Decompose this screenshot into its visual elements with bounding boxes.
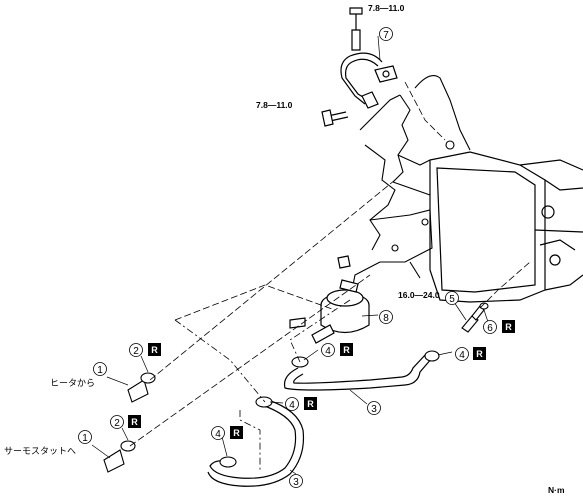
svg-text:4: 4: [325, 346, 331, 357]
callout-1-b: 1: [78, 430, 92, 444]
callout-4-d: 4: [455, 347, 469, 361]
assembly-leader-lines: [129, 81, 531, 470]
upper-pipe-assembly: [321, 7, 398, 127]
union-bolt-and-washer: [461, 302, 489, 333]
svg-text:7: 7: [383, 30, 389, 41]
torque-label-right: 16.0—24.0: [398, 290, 440, 300]
svg-text:4: 4: [459, 350, 465, 361]
transmission-housing: [429, 151, 583, 303]
coolant-hoses: [207, 353, 433, 487]
replace-part-badge-icon: R: [148, 343, 161, 356]
svg-text:R: R: [476, 349, 483, 359]
replace-part-badge-icon: R: [473, 347, 486, 360]
callout-7: 7: [379, 27, 393, 41]
svg-text:R: R: [307, 399, 314, 409]
svg-text:1: 1: [82, 433, 88, 444]
svg-text:6: 6: [487, 323, 493, 334]
callout-8: 8: [379, 310, 393, 324]
svg-text:R: R: [505, 322, 512, 332]
svg-text:3: 3: [293, 477, 299, 488]
svg-text:4: 4: [289, 400, 295, 411]
label-from-heater: ヒータから: [50, 378, 95, 388]
replace-part-badge-icon: R: [502, 320, 515, 333]
label-to-thermostat: サーモスタットへ: [4, 446, 76, 456]
svg-text:R: R: [233, 428, 240, 438]
engine-bracket: [349, 75, 471, 301]
svg-text:R: R: [131, 417, 138, 427]
replace-part-badge-icon: R: [230, 426, 243, 439]
replace-part-badge-icon: R: [340, 343, 353, 356]
svg-text:2: 2: [114, 418, 120, 429]
svg-text:R: R: [343, 345, 350, 355]
svg-text:R: R: [151, 345, 158, 355]
callout-6: 6: [483, 320, 497, 334]
svg-text:3: 3: [371, 404, 377, 415]
replace-part-badge-icon: R: [128, 415, 141, 428]
torque-label-left: 7.8—11.0: [256, 100, 293, 110]
callout-5: 5: [445, 291, 459, 305]
callout-1-a: 1: [93, 362, 107, 376]
hose-clamps: [219, 350, 440, 468]
svg-text:1: 1: [97, 365, 103, 376]
svg-text:8: 8: [383, 313, 389, 324]
callout-2-a: 2: [129, 343, 143, 357]
callout-3-a: 3: [367, 401, 381, 415]
callout-4-b: 4: [285, 397, 299, 411]
callout-3-b: 3: [289, 474, 303, 488]
callout-2-b: 2: [110, 415, 124, 429]
svg-text:4: 4: [215, 429, 221, 440]
svg-text:2: 2: [133, 346, 139, 357]
torque-unit-label: N·m: [548, 485, 565, 495]
hose-connectors: [103, 372, 156, 473]
callout-4-c: 4: [211, 426, 225, 440]
torque-label-top: 7.8—11.0: [368, 3, 405, 13]
svg-text:5: 5: [449, 294, 455, 305]
callout-4-a: 4: [321, 343, 335, 357]
oil-cooler: [289, 255, 370, 344]
replace-part-badge-icon: R: [304, 397, 317, 410]
